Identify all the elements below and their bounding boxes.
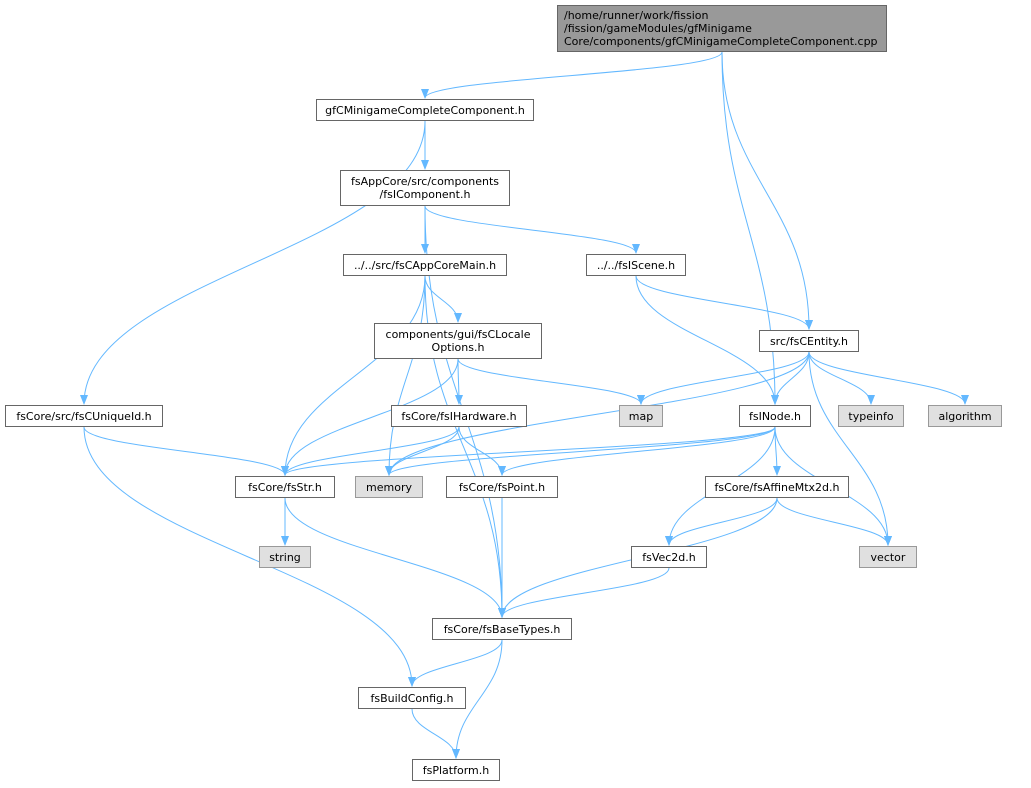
edge-fsbasetypes-h-to-fsplatform-h [452,639,503,759]
edge-fsaffinemtx2d-h-to-vector [776,497,892,546]
node-fscappcoremain-h[interactable]: ../../src/fsCAppCoreMain.h [343,254,507,276]
edge-gfcminigamecompletecomponent-h-to-fscuniqueid-h [80,120,426,405]
edge-fscentity-h-to-memory [385,351,810,476]
node-map: map [619,405,663,427]
edge-fsicomponent-h-to-fsiscene-h [424,205,640,254]
edge-fsinode-h-to-fsstr-h [281,426,776,476]
edge-fscentity-h-to-fsinode-h [771,351,810,405]
edge-fsiscene-h-to-fscentity-h [635,275,813,330]
node-fsstr-h[interactable]: fsCore/fsStr.h [235,476,335,498]
node-fsinode-h[interactable]: fsINode.h [739,405,811,427]
edge-fscuniqueid-h-to-fsstr-h [83,426,289,476]
edge-fsihardware-h-to-fsstr-h [281,426,460,476]
node-fsplatform-h[interactable]: fsPlatform.h [412,759,500,781]
edge-fsiscene-h-to-fsinode-h [635,275,779,405]
edge-root-to-fscentity-h [721,51,813,330]
edge-fsclocaleoptions-h-to-fsstr-h [281,358,459,476]
node-fsaffinemtx2d-h[interactable]: fsCore/fsAffineMtx2d.h [705,476,849,498]
edge-fsbasetypes-h-to-fsbuildconfig-h [408,639,503,687]
edge-fscappcoremain-h-to-fsclocaleoptions-h [424,275,462,323]
edge-fsvec2d-h-to-fsbasetypes-h [498,567,670,618]
edge-fscappcoremain-h-to-fsstr-h [281,275,426,476]
node-fsihardware-h[interactable]: fsCore/fsIHardware.h [391,405,527,427]
node-fscentity-h[interactable]: src/fsCEntity.h [759,330,859,352]
node-fsbuildconfig-h[interactable]: fsBuildConfig.h [358,687,466,709]
edge-fsihardware-h-to-memory [385,426,460,476]
node-algorithm: algorithm [928,405,1002,427]
edge-root-to-gfcminigamecompletecomponent-h [421,51,723,99]
node-fsbasetypes-h[interactable]: fsCore/fsBaseTypes.h [432,618,572,640]
edge-fsinode-h-to-fspoint-h [498,426,776,476]
node-root: /home/runner/work/fission /fission/gameM… [557,5,887,52]
edge-fsinode-h-to-memory [385,426,776,476]
node-fsclocaleoptions-h[interactable]: components/gui/fsCLocale Options.h [374,323,542,359]
node-typeinfo: typeinfo [838,405,904,427]
edge-fsclocaleoptions-h-to-fsihardware-h [454,358,463,405]
node-memory: memory [355,476,423,498]
node-fscuniqueid-h[interactable]: fsCore/src/fsCUniqueId.h [5,405,163,427]
node-fsicomponent-h[interactable]: fsAppCore/src/components /fsIComponent.h [340,170,510,206]
edge-fscentity-h-to-map [637,351,810,405]
edge-fsaffinemtx2d-h-to-fsvec2d-h [665,497,778,546]
edge-fsstr-h-to-fsbasetypes-h [284,497,506,618]
edge-fscappcoremain-h-to-memory [385,275,426,476]
edge-fscuniqueid-h-to-fsbuildconfig-h [83,426,416,687]
edge-fscentity-h-to-algorithm [808,351,969,405]
edge-fsclocaleoptions-h-to-map [457,358,645,405]
node-vector: vector [859,546,917,568]
node-string: string [259,546,311,568]
node-gfcminigamecompletecomponent-h[interactable]: gfCMinigameCompleteComponent.h [316,99,534,121]
node-fspoint-h[interactable]: fsCore/fsPoint.h [446,476,558,498]
edge-fsbuildconfig-h-to-fsplatform-h [411,708,460,759]
edge-fscentity-h-to-typeinfo [808,351,875,405]
node-fsvec2d-h[interactable]: fsVec2d.h [631,546,707,568]
node-fsiscene-h[interactable]: ../../fsIScene.h [586,254,686,276]
edge-fscentity-h-to-vector [808,351,892,546]
